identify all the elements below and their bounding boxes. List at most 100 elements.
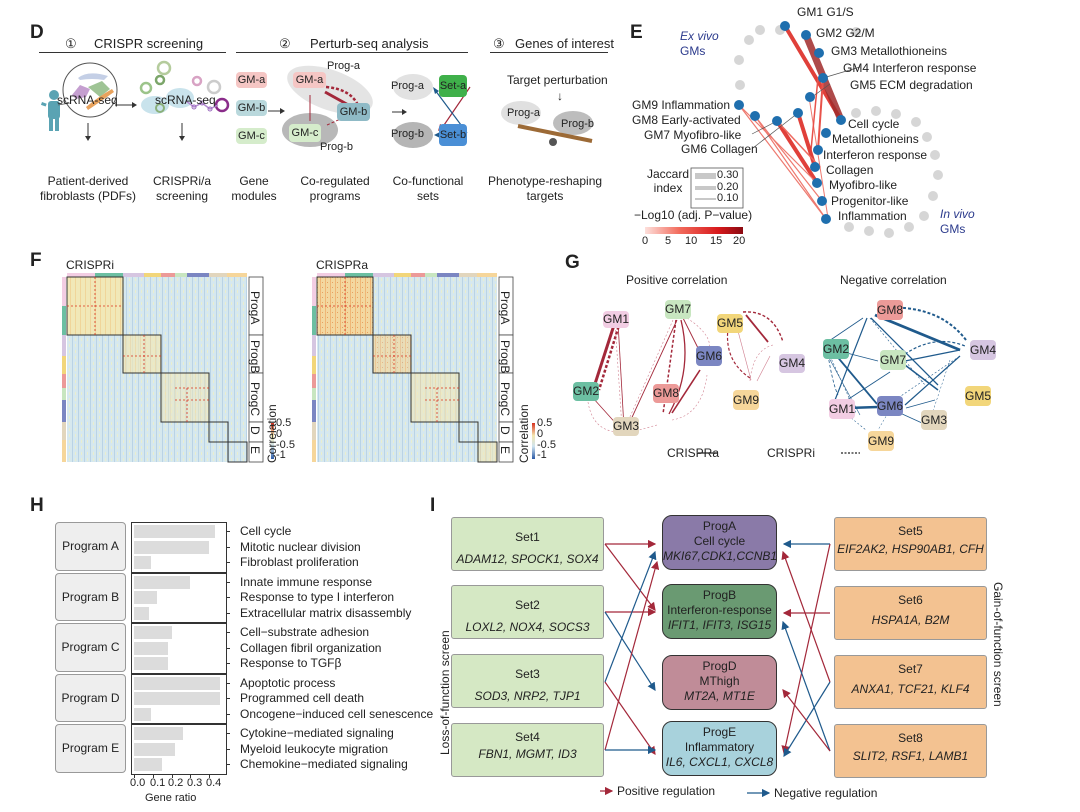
x-tick — [209, 774, 210, 778]
gm9-label: GM9 Inflammation — [632, 98, 731, 112]
regulation-arrows — [600, 539, 831, 798]
pos-node-gm7: GM7 — [665, 300, 691, 319]
colorbar-i — [271, 423, 274, 459]
seesaw-prog-b: Prog-b — [561, 118, 595, 130]
arrow-down-icon: ↓ — [557, 89, 563, 103]
cbar-tick: 0 — [276, 428, 283, 440]
legend-crispri: CRISPRi — [767, 446, 816, 460]
x-tick — [190, 774, 192, 778]
bar — [134, 692, 221, 706]
cbar-tick: -1 — [537, 449, 547, 461]
cbar-tick: 0.5 — [537, 417, 553, 429]
cbar-tick: -1 — [276, 449, 286, 461]
crispri-d: D — [248, 426, 262, 435]
arrow-set5-proge — [781, 543, 831, 755]
invivo-interferon: Interferon response — [823, 148, 928, 162]
coreg-prog-b-label: Prog-b — [320, 141, 354, 153]
category-label: Collagen fibril organization — [240, 640, 382, 655]
neg-node-gm6: GM6 — [877, 396, 903, 416]
y-tick — [227, 733, 230, 734]
bar — [134, 676, 221, 690]
h-xtick: 0.3 — [187, 777, 203, 789]
bar — [134, 758, 163, 772]
arrow-down-icon — [179, 136, 185, 141]
scrna-seq-label-2: scRNA-seq — [155, 93, 216, 107]
target-perturbation-label: Target perturbation — [507, 73, 608, 87]
category-label: Fibroblast proliferation — [240, 555, 359, 570]
panel-i-label: I — [430, 495, 436, 516]
program-strip: Program B — [55, 572, 126, 621]
category-label: Innate immune response — [240, 574, 373, 589]
invivo-metallothioneins: Metallothioneins — [832, 132, 919, 146]
crispri-proga: ProgA — [248, 291, 262, 325]
x-tick — [134, 774, 135, 778]
neg-node-gm2: GM2 — [823, 339, 849, 359]
category-label: Response to type I interferon — [240, 590, 395, 605]
cofunc-prog-a: Prog-a — [391, 80, 425, 92]
category-label: Response to TGFβ — [240, 656, 342, 671]
pos-node-gm8: GM8 — [653, 384, 679, 403]
invivo-myofibro: Myofibro-like — [829, 178, 898, 192]
pos-node-gm6: GM6 — [696, 346, 722, 366]
bipartite-network — [645, 21, 943, 238]
gm4-label: GM4 Interferon response — [843, 61, 977, 75]
pvalue-tick: 15 — [710, 235, 723, 247]
pos-node-gm5: GM5 — [717, 314, 743, 333]
bar — [134, 540, 209, 554]
arrow-set3-proge — [604, 681, 656, 755]
h-xtick: 0.1 — [150, 777, 166, 789]
section1-number: ① — [65, 36, 77, 51]
arrow-set1-progb — [604, 543, 656, 611]
crispra-progc: ProgC — [498, 382, 512, 417]
cbar-tick: -0.5 — [537, 439, 556, 451]
panel-h-label: H — [30, 495, 44, 516]
positive-edges — [587, 311, 784, 433]
pvalue-colorbar — [645, 227, 743, 234]
arrow-set8-progb — [781, 620, 831, 752]
crispri-e: E — [248, 446, 262, 455]
arrow-right-icon — [132, 102, 137, 108]
y-tick — [227, 764, 230, 766]
pvalue-tick: 0 — [642, 235, 649, 247]
category-label: Oncogene−induced cell senescence — [240, 706, 434, 721]
bar — [134, 641, 168, 655]
program-strip: Program C — [55, 623, 126, 672]
crispr-guides-icon — [139, 60, 230, 114]
arrow-down-icon — [85, 136, 91, 141]
category-label: Myeloid leukocyte migration — [240, 741, 389, 756]
section3-title: Genes of interest — [515, 36, 614, 51]
gm5-label: GM5 ECM degradation — [850, 78, 973, 92]
ex-vivo-nodes — [734, 21, 828, 126]
in-vivo-nodes — [810, 115, 846, 224]
section3-rule — [490, 52, 608, 53]
network-edges — [738, 24, 845, 220]
category-label: Chemokine−mediated signaling — [240, 757, 408, 772]
gm-b-box: GM-b — [236, 100, 267, 116]
seesaw-prog-a: Prog-a — [507, 107, 541, 119]
panel-d-illustration — [40, 60, 593, 147]
category-label: Apoptotic process — [240, 675, 336, 690]
legend-negative-label: Negative regulation — [774, 786, 878, 800]
coreg-prog-a-label: Prog-a — [327, 60, 361, 72]
crispra-e: E — [498, 446, 512, 455]
person-icon — [40, 90, 60, 131]
y-tick — [227, 663, 230, 665]
arrow-set3-proga — [604, 550, 657, 683]
arrow-set2-progd — [604, 611, 656, 692]
category-label: Extracellular matrix disassembly — [240, 605, 412, 620]
crispra-d: D — [498, 426, 512, 435]
legend-crispra: CRISPRa — [667, 446, 720, 460]
section2-title: Perturb-seq analysis — [310, 36, 429, 51]
program-strip: Program E — [55, 724, 126, 773]
gm7-label: GM7 Myofibro-like — [644, 128, 742, 142]
pos-node-gm1: GM1 — [603, 311, 630, 328]
